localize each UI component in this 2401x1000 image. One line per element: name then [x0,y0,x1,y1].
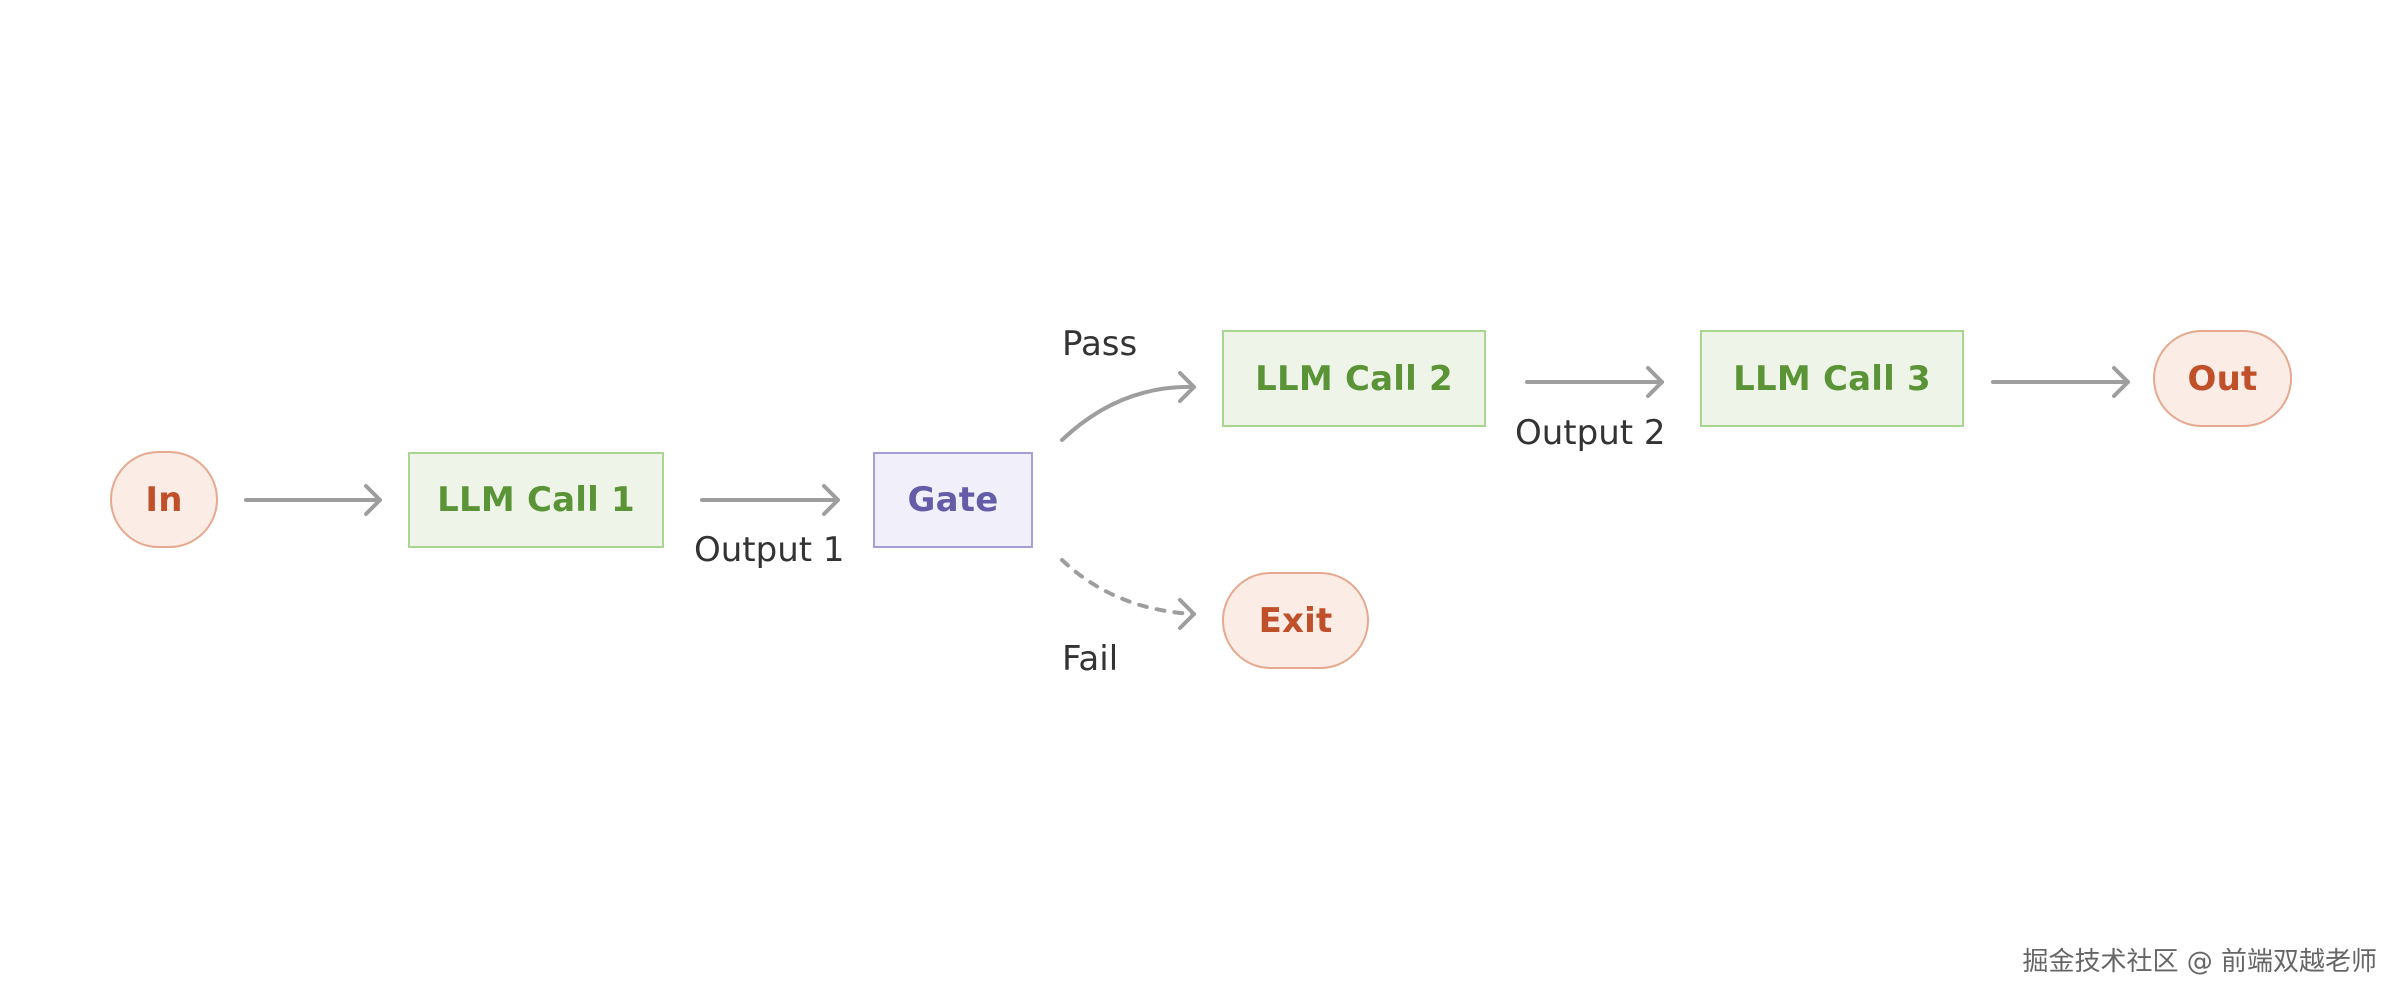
node-gate: Gate [873,452,1033,548]
node-llm-call-1: LLM Call 1 [408,452,664,548]
arrow-llm-call-3-to-out [1991,366,2130,398]
arrow-llm-call-1-to-gate [700,484,840,516]
edge-label-output-1: Output 1 [694,530,845,570]
arrow-gate-pass-to-llm-call-2 [1060,371,1196,442]
edge-label-pass: Pass [1062,324,1138,364]
watermark-text: 掘金技术社区 @ 前端双越老师 [2022,947,2377,977]
arrow-in-to-llm-call-1 [244,484,382,516]
arrow-llm-call-2-to-llm-call-3 [1525,366,1664,398]
arrow-gate-fail-to-exit [1060,558,1196,630]
node-out: Out [2153,330,2292,427]
edge-label-fail: Fail [1062,639,1119,679]
node-llm-call-3: LLM Call 3 [1700,330,1964,427]
node-exit: Exit [1222,572,1369,669]
edge-label-output-2: Output 2 [1515,413,1666,453]
node-llm-call-2: LLM Call 2 [1222,330,1486,427]
node-in: In [110,451,218,548]
